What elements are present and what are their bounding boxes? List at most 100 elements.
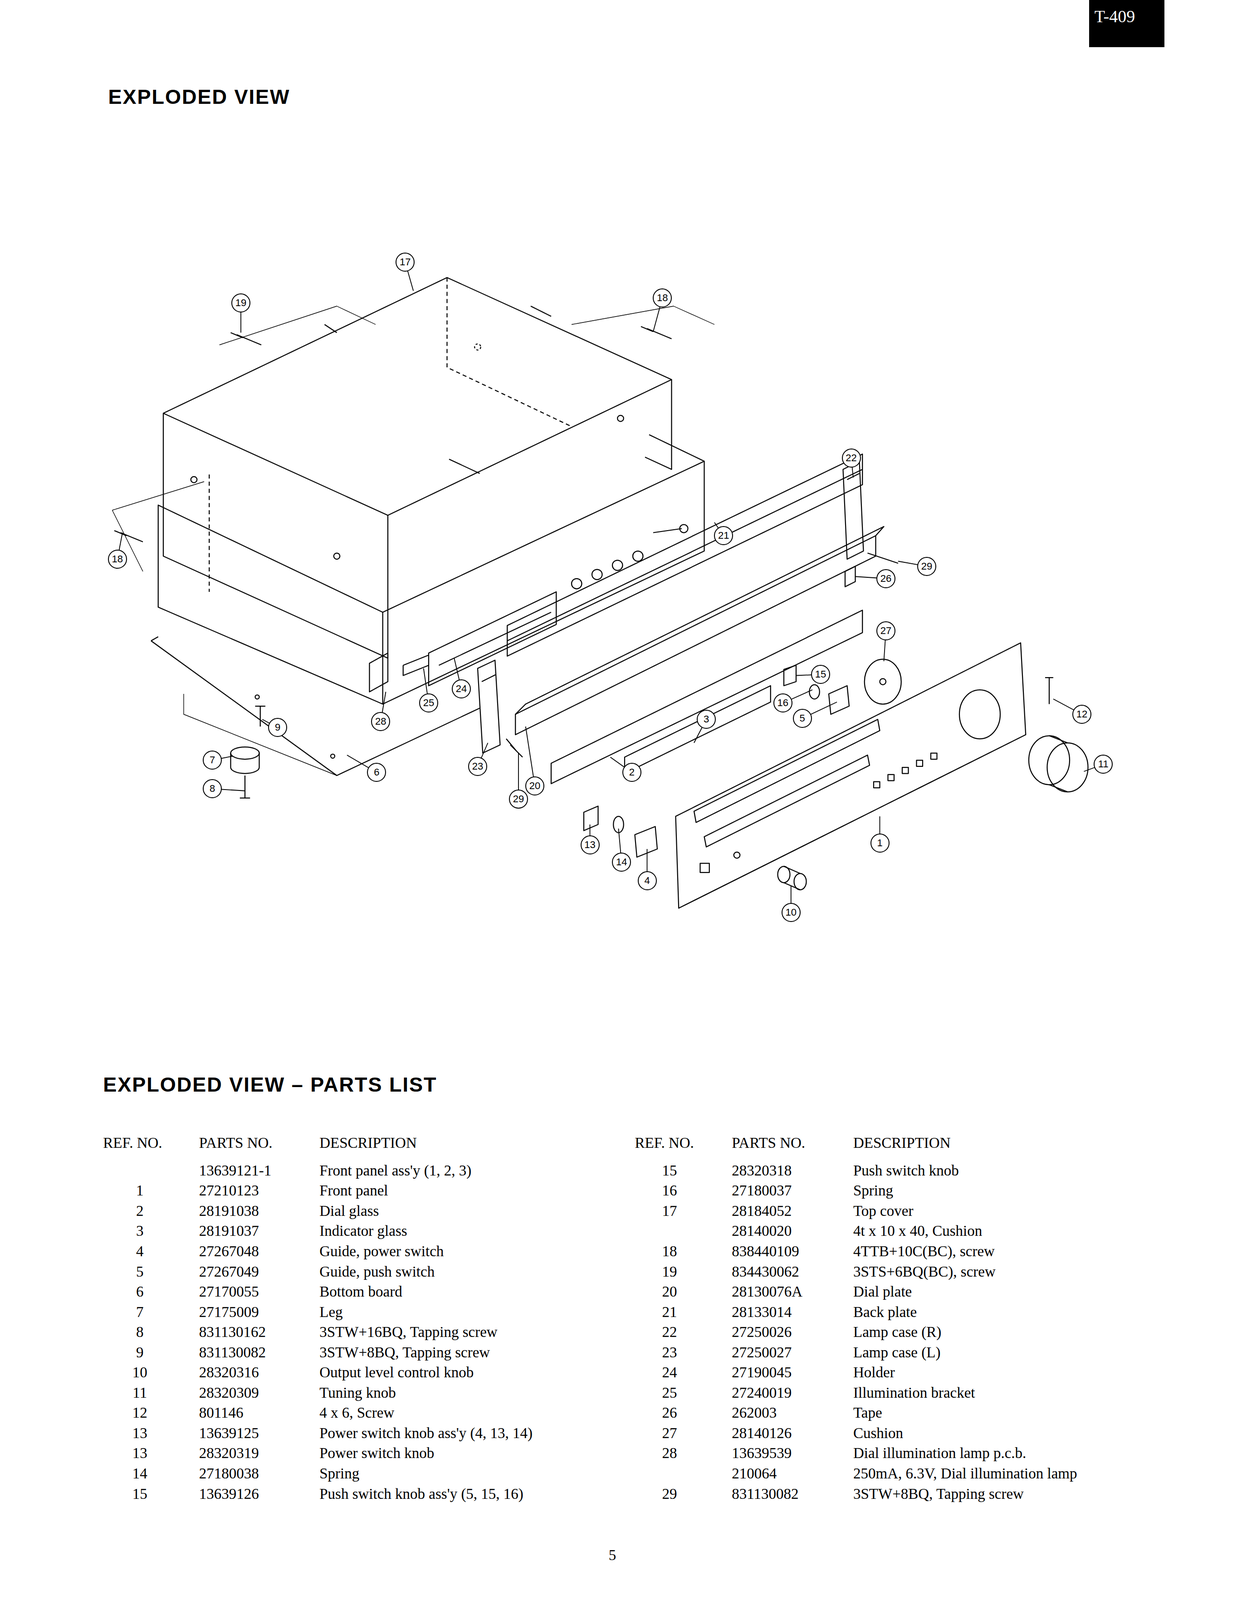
callout-number: 9 (274, 721, 281, 734)
callout-number: 12 (1076, 708, 1088, 721)
table-cell: 26 (662, 1404, 678, 1422)
callout-circle: 20 (525, 776, 545, 796)
table-header: REF. NO. (102, 1134, 162, 1152)
model-tab: T-409 (1089, 0, 1165, 48)
table-cell: Leg (319, 1303, 343, 1321)
callout-circle: 9 (268, 718, 288, 738)
table-cell: 1 (136, 1182, 144, 1200)
callout-circle: 6 (366, 762, 387, 783)
table-cell: 28130076A (731, 1283, 803, 1301)
table-cell: Indicator glass (319, 1222, 407, 1240)
table-cell: Dial glass (319, 1202, 379, 1220)
table-cell: 27190045 (731, 1364, 792, 1382)
callout-number: 22 (845, 452, 857, 465)
callout-circle: 10 (781, 903, 801, 923)
table-cell: 834430062 (731, 1263, 800, 1281)
callout-circle: 22 (841, 448, 861, 468)
callout-circle: 17 (395, 252, 415, 272)
tuner-parts (112, 277, 1089, 909)
table-cell: 27240019 (731, 1384, 792, 1402)
table-cell: 838440109 (731, 1242, 800, 1260)
table-cell: 15 (662, 1162, 678, 1179)
table-cell: 23 (662, 1344, 678, 1361)
table-cell: 27170055 (199, 1283, 260, 1301)
table-cell: 15 (132, 1485, 148, 1503)
callout-number: 1 (876, 837, 883, 850)
table-cell: 13639121-1 (199, 1162, 272, 1179)
callout-number: 7 (209, 754, 216, 767)
callout-number: 2 (629, 766, 635, 779)
table-cell: 25 (662, 1384, 678, 1402)
callout-circle: 23 (468, 757, 488, 777)
table-cell: Guide, power switch (319, 1242, 444, 1260)
table-cell: 28133014 (731, 1303, 792, 1321)
table-cell: Power switch knob ass'y (4, 13, 14) (319, 1424, 533, 1442)
table-cell: Top cover (853, 1202, 914, 1220)
table-cell: 18 (662, 1242, 678, 1260)
table-cell: Push switch knob ass'y (5, 15, 16) (319, 1485, 524, 1503)
table-cell: 8 (136, 1324, 144, 1341)
table-cell: 28320316 (199, 1364, 260, 1382)
callout-circle: 28 (371, 712, 391, 732)
callout-number: 29 (921, 560, 933, 573)
table-cell: Tuning knob (319, 1384, 396, 1402)
table-cell: 3STW+16BQ, Tapping screw (319, 1324, 498, 1341)
callout-circle: 18 (652, 288, 672, 308)
table-cell: 27175009 (199, 1303, 260, 1321)
page-number: 5 (608, 1547, 617, 1565)
table-cell: 2 (136, 1202, 144, 1220)
callout-circle: 15 (811, 664, 831, 685)
table-cell: 27180037 (731, 1182, 792, 1200)
callout-number: 6 (373, 766, 380, 779)
table-cell: 28 (662, 1445, 678, 1462)
callout-number: 14 (616, 856, 627, 869)
callout-number: 18 (112, 553, 123, 566)
callout-circle: 13 (580, 835, 600, 855)
table-cell: 28184052 (731, 1202, 792, 1220)
table-cell: 3STW+8BQ, Tapping screw (319, 1344, 490, 1361)
table-cell: 22 (662, 1324, 678, 1341)
callout-number: 26 (880, 572, 892, 585)
table-cell: 4TTB+10C(BC), screw (853, 1242, 995, 1260)
callout-circle: 11 (1093, 754, 1113, 774)
table-header: DESCRIPTION (853, 1134, 951, 1152)
callout-number: 23 (472, 760, 484, 773)
callout-circle: 29 (917, 557, 937, 577)
table-cell: 29 (662, 1485, 678, 1503)
callout-circle: 27 (876, 621, 896, 641)
table-cell: 10 (132, 1364, 148, 1382)
table-cell: Tape (853, 1404, 883, 1422)
table-cell: 4t x 10 x 40, Cushion (853, 1222, 983, 1240)
table-cell: 27210123 (199, 1182, 260, 1200)
table-cell: Front panel ass'y (1, 2, 3) (319, 1162, 472, 1179)
table-cell: 28191037 (199, 1222, 260, 1240)
callout-number: 3 (703, 713, 709, 726)
table-cell: 24 (662, 1364, 678, 1382)
callout-circle: 2 (622, 762, 642, 783)
table-cell: Holder (853, 1364, 895, 1382)
model-number: T-409 (1094, 6, 1160, 27)
table-cell: Push switch knob (853, 1162, 959, 1179)
callout-number: 4 (644, 875, 650, 887)
table-header: PARTS NO. (199, 1134, 273, 1152)
table-cell: 13639125 (199, 1424, 260, 1442)
callout-number: 21 (718, 529, 729, 542)
table-cell: Spring (853, 1182, 894, 1200)
callout-circle: 8 (202, 779, 222, 799)
callout-number: 25 (423, 697, 435, 709)
table-cell: 13 (132, 1424, 148, 1442)
callout-circle: 7 (202, 750, 222, 770)
table-cell: 21 (662, 1303, 678, 1321)
table-cell: 6 (136, 1283, 144, 1301)
callout-circle: 25 (419, 693, 439, 713)
callout-number: 11 (1098, 758, 1109, 771)
callout-circle: 12 (1072, 704, 1092, 724)
leader-lines (117, 262, 1104, 913)
table-cell: 11 (132, 1384, 147, 1402)
callout-number: 5 (799, 712, 805, 725)
table-cell: Power switch knob (319, 1445, 435, 1462)
callout-number: 13 (584, 839, 596, 851)
table-cell: Spring (319, 1465, 360, 1483)
table-cell: 19 (662, 1263, 678, 1281)
